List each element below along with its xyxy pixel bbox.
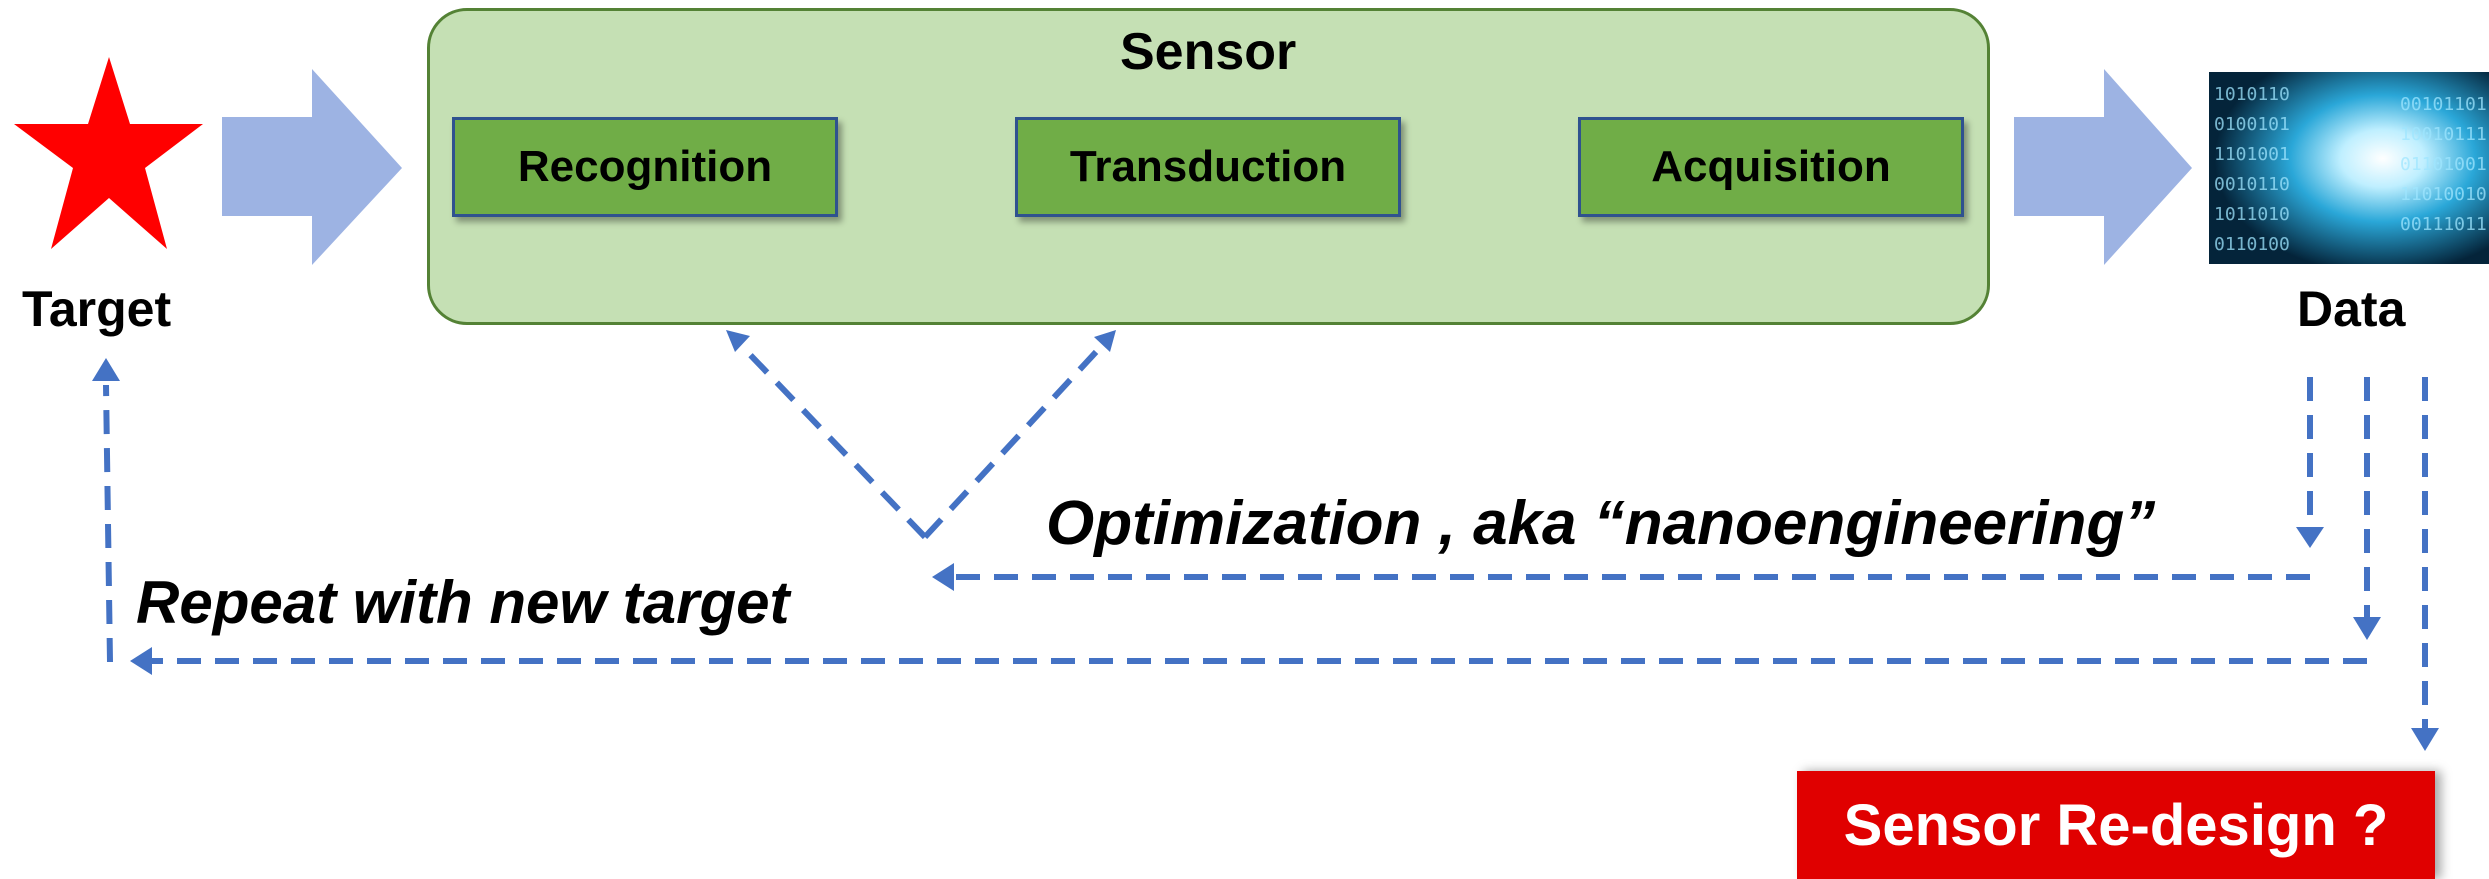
svg-text:01101001: 01101001 xyxy=(2400,154,2487,175)
svg-text:0110100: 0110100 xyxy=(2214,234,2290,255)
dashed-arrowhead-optimization-down xyxy=(2296,527,2324,548)
step-acquisition: Acquisition xyxy=(1578,117,1964,217)
binary-data-tunnel-image: 1010110 0100101 1101001 0010110 1011010 … xyxy=(2209,72,2489,264)
svg-text:0100101: 0100101 xyxy=(2214,114,2290,135)
step-recognition: Recognition xyxy=(452,117,838,217)
svg-text:1101001: 1101001 xyxy=(2214,144,2290,165)
optimization-label: Optimization , aka “nanoengineering” xyxy=(1046,489,2156,558)
svg-text:0010110: 0010110 xyxy=(2214,174,2290,195)
step-transduction: Transduction xyxy=(1015,117,1401,217)
dashed-arrowhead-redesign-down xyxy=(2411,728,2439,751)
sensor-redesign-box: Sensor Re-design ? xyxy=(1797,771,2435,879)
dashed-arrowhead-target-up xyxy=(92,358,120,381)
big-arrow-out-of-sensor xyxy=(2014,69,2192,265)
svg-text:11010010: 11010010 xyxy=(2400,184,2487,205)
svg-text:00101101: 00101101 xyxy=(2400,94,2487,115)
star-icon xyxy=(14,57,203,249)
dashed-arrowhead-repeat-left xyxy=(130,647,152,675)
big-arrow-into-sensor xyxy=(222,69,402,265)
dashed-repeat-path xyxy=(103,377,2370,664)
data-label: Data xyxy=(2297,281,2406,337)
target-label: Target xyxy=(22,281,172,337)
svg-text:00111011: 00111011 xyxy=(2400,214,2487,235)
dashed-optimization-v xyxy=(732,336,1111,540)
dashed-optimization-path xyxy=(950,377,2313,580)
svg-text:1011010: 1011010 xyxy=(2214,204,2290,225)
dashed-arrowhead-repeat-down xyxy=(2353,617,2381,640)
svg-text:10010111: 10010111 xyxy=(2400,124,2487,145)
svg-text:1010110: 1010110 xyxy=(2214,84,2290,105)
sensor-title: Sensor xyxy=(1120,23,1297,81)
repeat-label: Repeat with new target xyxy=(136,569,790,636)
dashed-arrowhead-optimization-left xyxy=(932,563,954,591)
dashed-arrowhead-recognition xyxy=(726,330,750,352)
dashed-arrowhead-transduction xyxy=(1094,330,1116,352)
